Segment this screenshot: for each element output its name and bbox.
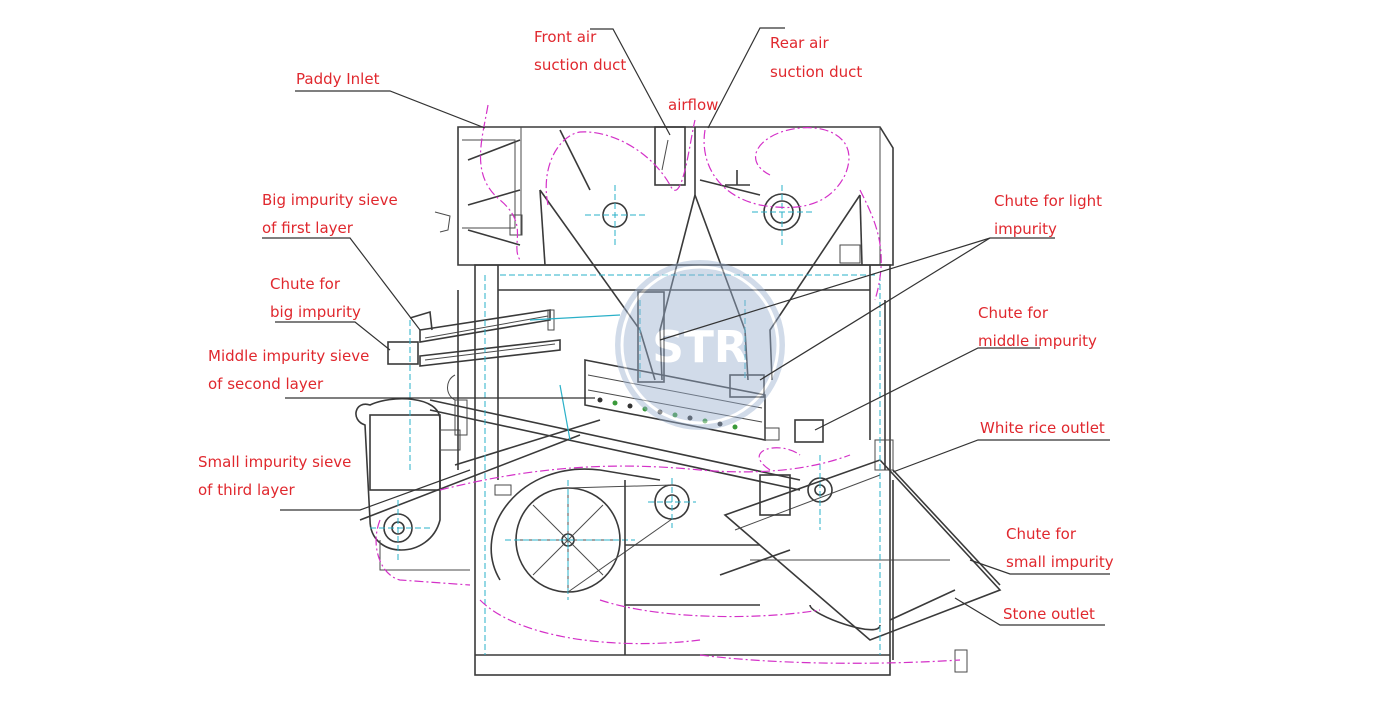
label-front-air-1: Front air [534, 28, 597, 46]
watermark-text: STR [652, 322, 748, 373]
label-big-sieve-2: of first layer [262, 219, 354, 237]
label-chute-mid-2: middle impurity [978, 332, 1097, 350]
airflow-paths [375, 104, 961, 664]
label-chute-light-2: impurity [994, 220, 1057, 238]
label-paddy-inlet: Paddy Inlet [296, 70, 380, 88]
label-front-air-2: suction duct [534, 56, 626, 74]
leader-lines [262, 27, 1110, 626]
label-big-sieve-1: Big impurity sieve [262, 191, 398, 209]
label-chute-small-1: Chute for [1006, 525, 1077, 543]
label-chute-small-2: small impurity [1006, 553, 1114, 571]
label-rear-air-1: Rear air [770, 34, 829, 52]
sieve-holes [597, 397, 738, 430]
labels: Front air suction duct Rear air suction … [198, 28, 1114, 623]
label-chute-big-2: big impurity [270, 303, 361, 321]
label-mid-sieve-2: of second layer [208, 375, 324, 393]
label-mid-sieve-1: Middle impurity sieve [208, 347, 369, 365]
label-stone-outlet: Stone outlet [1003, 605, 1095, 623]
label-small-sieve-1: Small impurity sieve [198, 453, 351, 471]
label-rear-air-2: suction duct [770, 63, 862, 81]
watermark-logo: STR [615, 260, 785, 430]
machine-drawing [355, 126, 1002, 676]
label-small-sieve-2: of third layer [198, 481, 295, 499]
label-chute-light-1: Chute for light [994, 192, 1102, 210]
label-chute-mid-1: Chute for [978, 304, 1049, 322]
label-white-rice: White rice outlet [980, 419, 1105, 437]
label-chute-big-1: Chute for [270, 275, 341, 293]
label-airflow: airflow [668, 96, 718, 114]
